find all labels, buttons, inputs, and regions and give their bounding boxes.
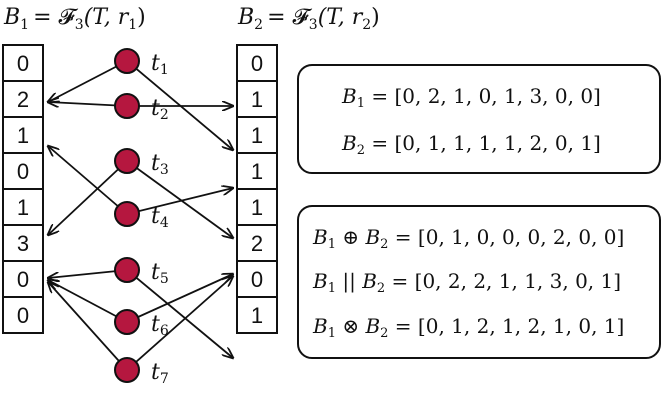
right-cell: 1	[236, 296, 278, 334]
token: t3	[114, 148, 169, 178]
arrow-t7-left	[48, 282, 128, 371]
right-cell: 1	[236, 80, 278, 118]
svg-text:1: 1	[251, 195, 263, 220]
arrow-t6-right	[126, 274, 233, 323]
tokens: t1 t2 t3 t4 t5 t6 t7	[114, 48, 169, 387]
token: t5	[114, 257, 169, 287]
token: t1	[114, 48, 169, 78]
right-array: 0 1 1 1 1 2 0 1	[236, 44, 278, 334]
svg-text:0: 0	[17, 303, 29, 328]
token: t4	[114, 201, 169, 231]
svg-text:2: 2	[17, 87, 29, 112]
svg-text:t5: t5	[151, 260, 169, 287]
left-cell: 0	[2, 152, 44, 190]
token: t2	[114, 93, 169, 123]
arrow-t7-right	[126, 276, 233, 371]
svg-text:3: 3	[17, 231, 29, 256]
arrow-t4-left	[48, 146, 128, 215]
arrow-t5-left	[48, 269, 128, 278]
svg-text:1: 1	[251, 87, 263, 112]
right-array-header: B2= 𝓕3(T, r2)	[237, 5, 380, 33]
svg-text:1: 1	[17, 123, 29, 148]
svg-text:0: 0	[251, 267, 263, 292]
right-cell: 1	[236, 116, 278, 154]
svg-text:0: 0	[17, 159, 29, 184]
right-cell: 1	[236, 152, 278, 190]
right-cell: 0	[236, 44, 278, 82]
b2-values: B2 = [0, 1, 1, 1, 1, 2, 0, 1]	[341, 131, 601, 158]
right-cell: 2	[236, 224, 278, 262]
svg-text:t3: t3	[151, 151, 169, 178]
arrow-t3-right	[126, 160, 233, 238]
svg-text:1: 1	[251, 303, 263, 328]
svg-text:t7: t7	[151, 360, 169, 387]
svg-text:1: 1	[251, 123, 263, 148]
left-cell: 0	[2, 296, 44, 334]
svg-text:t1: t1	[151, 51, 169, 78]
arrow-t1-left	[48, 60, 128, 102]
left-cell: 1	[2, 116, 44, 154]
tensor-result: B1 ⊗ B2 = [0, 1, 2, 1, 2, 1, 0, 1]	[312, 314, 624, 341]
token: t7	[114, 357, 169, 387]
left-array: 0 2 1 0 1 3 0 0	[2, 44, 44, 334]
concat-result: B1 || B2 = [0, 2, 2, 1, 1, 3, 0, 1]	[312, 269, 621, 296]
arrow-t6-left	[48, 280, 128, 323]
svg-text:t2: t2	[151, 96, 169, 123]
b1-values: B1 = [0, 2, 1, 0, 1, 3, 0, 0]	[341, 84, 601, 111]
left-cell: 0	[2, 44, 44, 82]
arrow-t3-left	[48, 160, 128, 235]
svg-text:0: 0	[17, 51, 29, 76]
left-cell: 3	[2, 224, 44, 262]
array-values-box: B1 = [0, 2, 1, 0, 1, 3, 0, 0] B2 = [0, 1…	[297, 64, 661, 174]
svg-text:t6: t6	[151, 312, 169, 339]
svg-text:1: 1	[251, 159, 263, 184]
left-cell: 1	[2, 188, 44, 226]
svg-text:0: 0	[17, 267, 29, 292]
left-array-header: B1= 𝓕3(T, r1)	[3, 5, 146, 33]
hash-arrows	[48, 60, 233, 371]
svg-text:2: 2	[251, 231, 263, 256]
svg-text:0: 0	[251, 51, 263, 76]
right-cell: 1	[236, 188, 278, 226]
token: t6	[114, 309, 169, 339]
svg-text:t4: t4	[151, 204, 169, 231]
arrow-t5-right	[126, 269, 233, 358]
left-cell: 2	[2, 80, 44, 118]
operations-box: B1 ⊕ B2 = [0, 1, 0, 0, 0, 2, 0, 0] B1 ||…	[297, 205, 661, 359]
xor-result: B1 ⊕ B2 = [0, 1, 0, 0, 0, 2, 0, 0]	[312, 225, 624, 252]
arrow-t2-left	[48, 102, 128, 106]
arrow-t4-right	[126, 188, 233, 215]
svg-text:1: 1	[17, 195, 29, 220]
left-cell: 0	[2, 260, 44, 298]
right-cell: 0	[236, 260, 278, 298]
